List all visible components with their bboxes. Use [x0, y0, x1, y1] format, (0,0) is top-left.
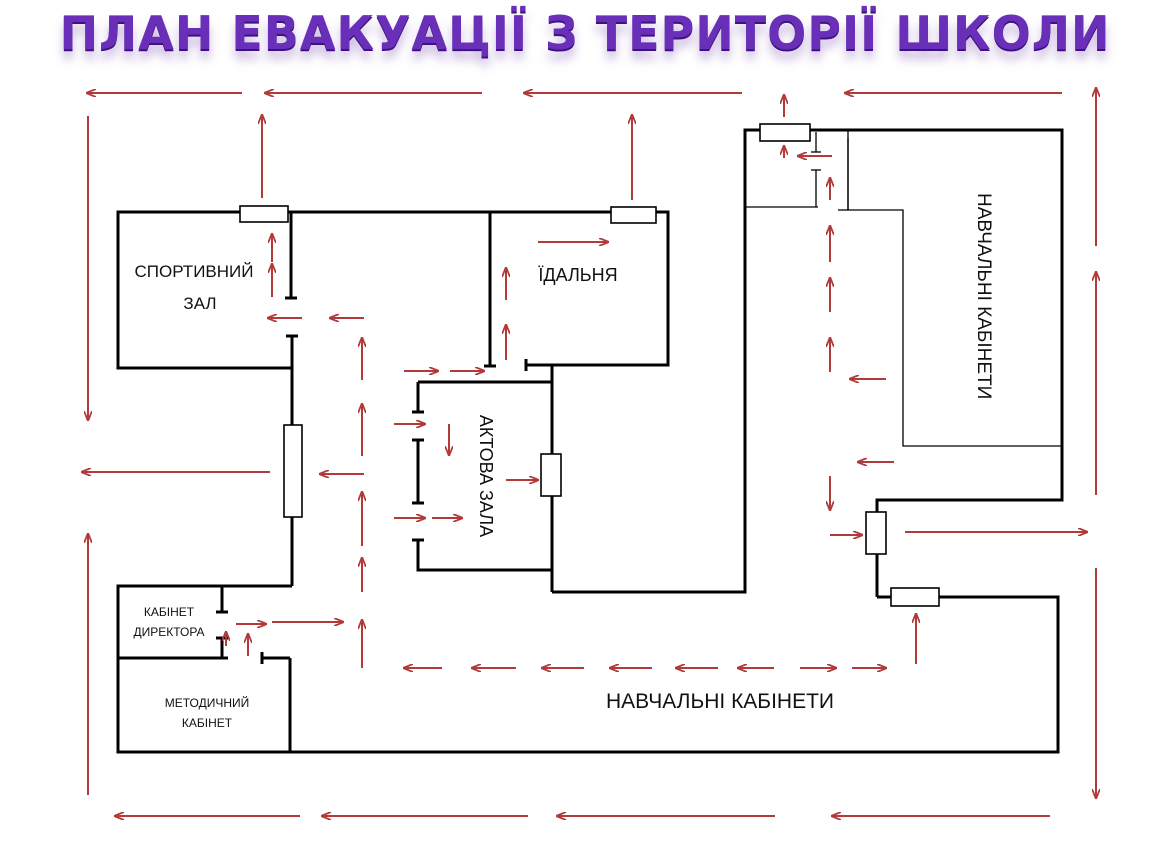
east-wing-walls [552, 128, 1064, 597]
canteen-label: ЇДАЛЬНЯ [538, 265, 618, 285]
methodical-office-label-line2: КАБІНЕТ [181, 716, 233, 730]
exit-door-southeast [890, 587, 940, 607]
exit-door-west [283, 424, 303, 518]
exit-doors [239, 123, 940, 607]
exit-door-east [865, 511, 887, 555]
bottom-wing-walls [116, 584, 1060, 754]
exit-door-assembly [540, 453, 562, 497]
evacuation-routes [82, 88, 1096, 816]
classrooms-right-block [847, 130, 1062, 447]
exit-door-north [759, 123, 811, 142]
assembly-hall-label: АКТОВА ЗАЛА [476, 414, 496, 538]
sports-hall-label-line1: СПОРТИВНИЙ [134, 262, 254, 281]
exit-door-canteen [610, 206, 657, 224]
plan-title: ПЛАН ЕВАКУАЦІЇ З ТЕРИТОРІЇ ШКОЛИ [59, 6, 1111, 60]
classrooms-bottom-label: НАВЧАЛЬНІ КАБІНЕТИ [605, 690, 835, 713]
building-walls [116, 128, 1064, 754]
sports-hall-walls [116, 210, 670, 370]
director-office-label-line2: ДИРЕКТОРА [133, 625, 205, 639]
methodical-office-label-line1: МЕТОДИЧНИЙ [164, 696, 250, 710]
director-office-label-line1: КАБІНЕТ [143, 605, 195, 619]
sports-hall-label-line2: ЗАЛ [183, 294, 217, 313]
classrooms-right-label: НАВЧАЛЬНІ КАБІНЕТИ [973, 193, 994, 400]
exit-door-sports-hall [239, 205, 289, 223]
